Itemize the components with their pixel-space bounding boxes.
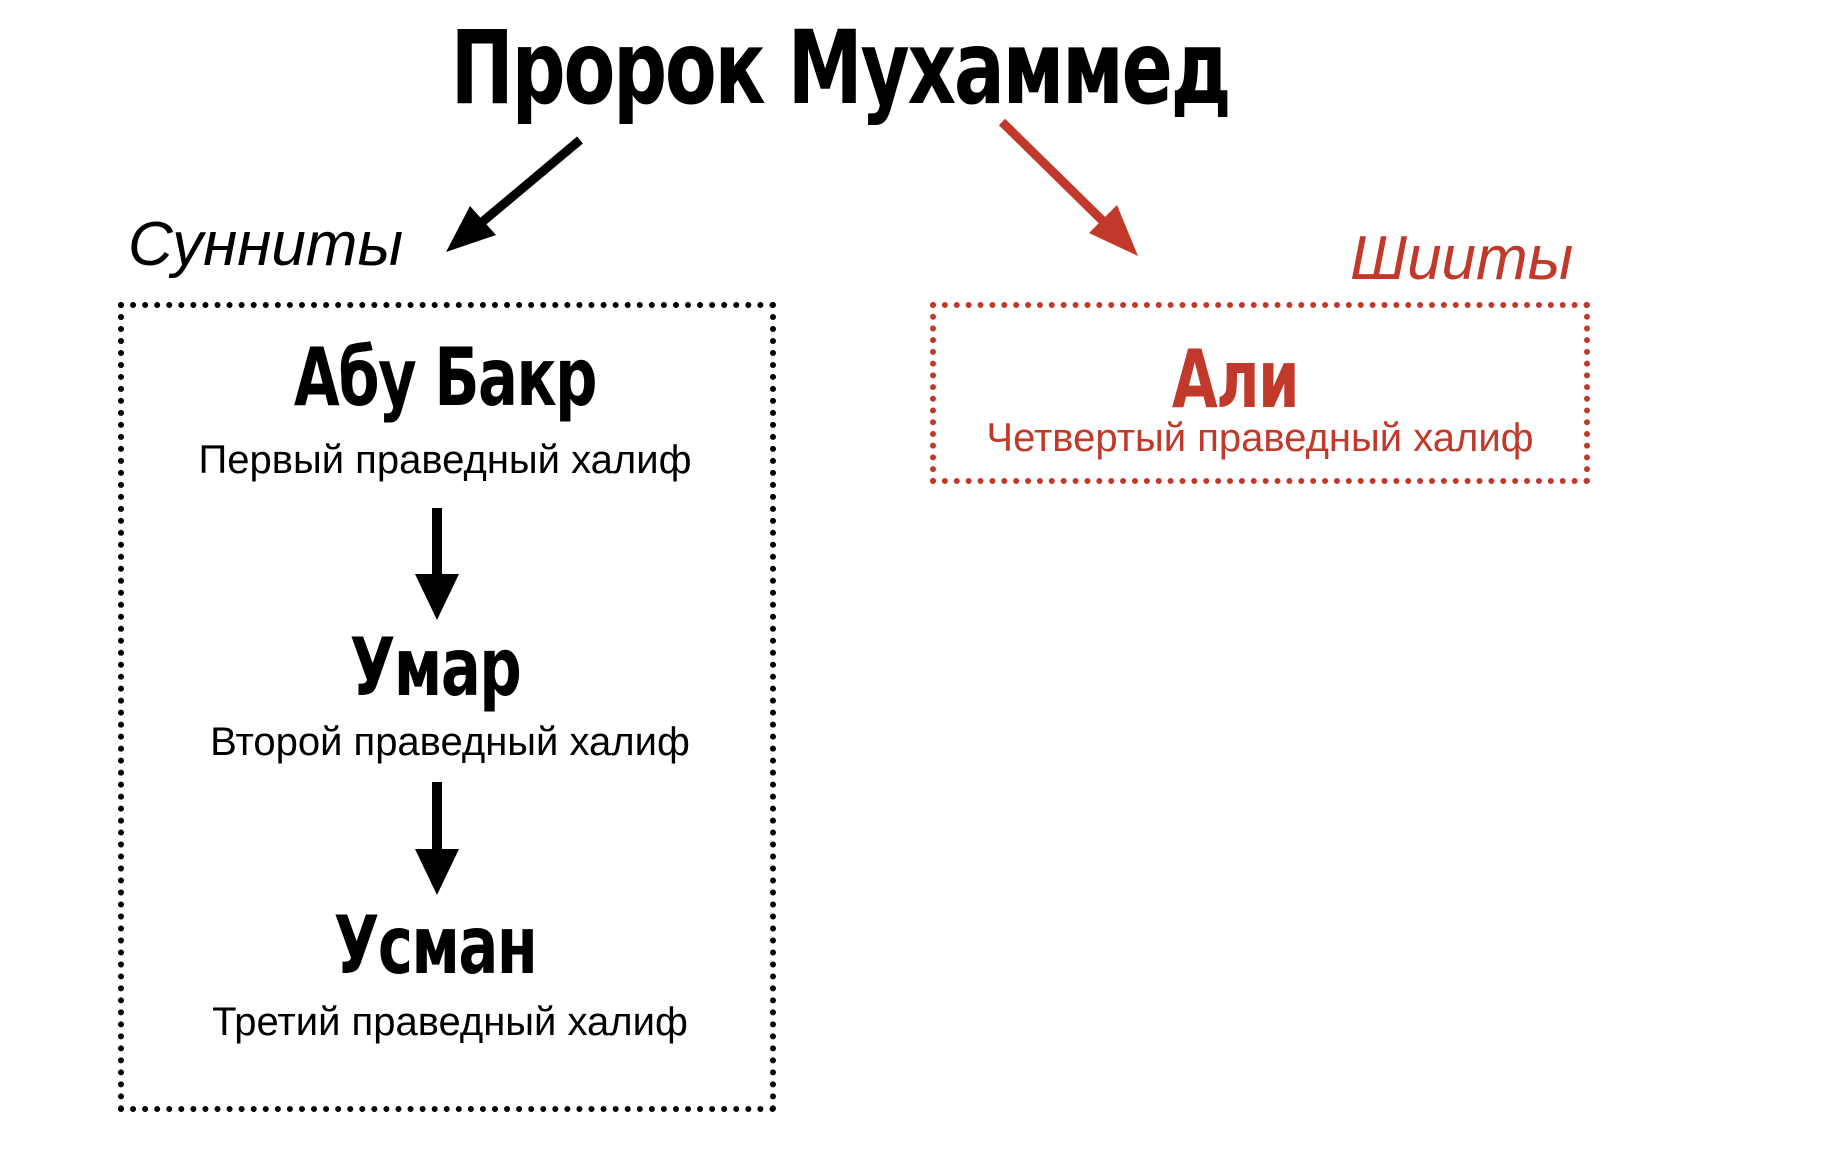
caliph-name-ali: Али bbox=[1171, 333, 1300, 426]
caliph-role-ali: Четвертый праведный халиф bbox=[986, 416, 1534, 460]
sunni-caliphs-box bbox=[118, 302, 776, 1112]
caliph-role-usman: Третий праведный халиф bbox=[212, 1000, 688, 1044]
diagram-title: Пророк Мухаммед bbox=[450, 9, 1232, 128]
arrow-to-sunni bbox=[446, 136, 583, 252]
caliph-role-umar: Второй праведный халиф bbox=[210, 720, 690, 764]
caliph-name-umar: Умар bbox=[349, 621, 522, 714]
sunni-label: Сунниты bbox=[128, 210, 404, 279]
shia-caliphs-box bbox=[930, 302, 1590, 484]
arrow-umar-to-usman bbox=[415, 782, 459, 895]
caliph-name-usman: Усман bbox=[333, 899, 538, 992]
arrow-abu-bakr-to-umar bbox=[415, 508, 459, 620]
caliph-role-abu-bakr: Первый праведный халиф bbox=[198, 438, 692, 482]
caliph-name-abu-bakr: Абу Бакр bbox=[293, 331, 598, 424]
shia-label: Шииты bbox=[1350, 224, 1574, 293]
arrow-to-shia bbox=[998, 118, 1138, 256]
